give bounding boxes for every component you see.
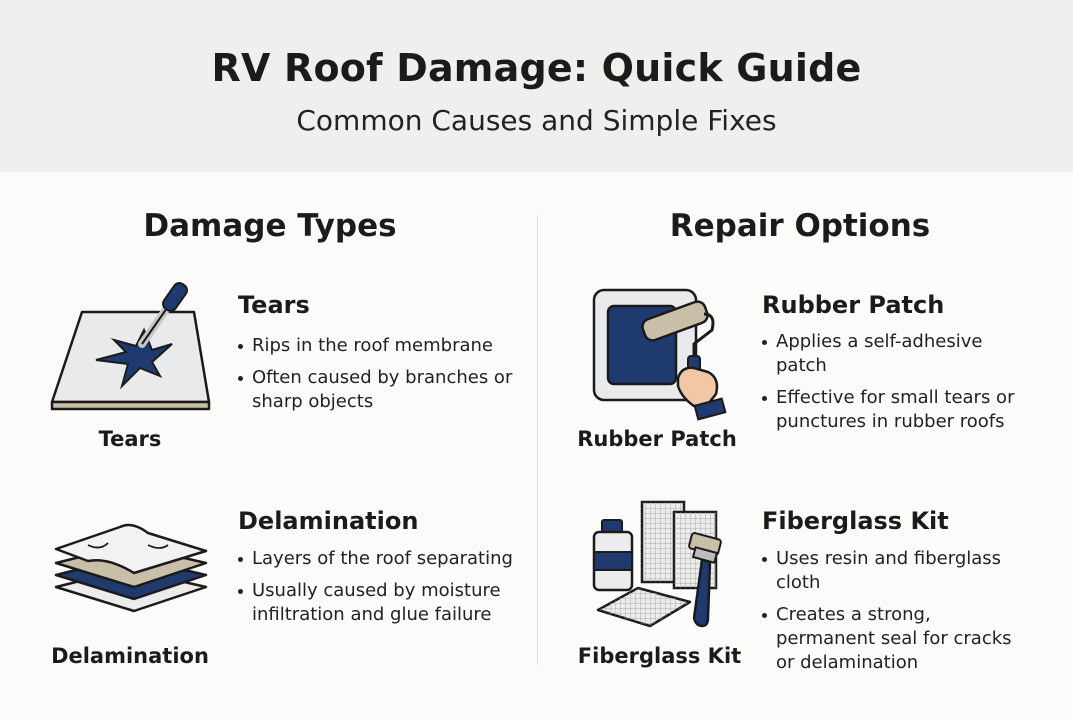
column-divider bbox=[537, 215, 538, 665]
patch-roller-icon bbox=[590, 286, 740, 421]
bullet-item: Applies a self-adhesive patch bbox=[760, 330, 1030, 378]
bullet-item: Layers of the roof separating bbox=[236, 547, 521, 571]
bullet-item: Usually caused by moisture infiltration … bbox=[236, 579, 521, 627]
delamination-bullets: Layers of the roof separating Usually ca… bbox=[236, 547, 521, 635]
bullet-item: Uses resin and fiberglass cloth bbox=[760, 547, 1035, 595]
bullet-item: Often caused by branches or sharp object… bbox=[236, 366, 521, 414]
header-banner: RV Roof Damage: Quick Guide Common Cause… bbox=[0, 0, 1073, 172]
rubber-patch-title: Rubber Patch bbox=[762, 291, 945, 319]
fiberglass-kit-bullets: Uses resin and fiberglass cloth Creates … bbox=[760, 547, 1035, 683]
damage-types-heading: Damage Types bbox=[143, 208, 397, 244]
bullet-item: Rips in the roof membrane bbox=[236, 334, 521, 358]
tears-bullets: Rips in the roof membrane Often caused b… bbox=[236, 334, 521, 422]
page-subtitle: Common Causes and Simple Fixes bbox=[296, 104, 777, 137]
delamination-title: Delamination bbox=[238, 507, 419, 535]
tears-icon-label: Tears bbox=[98, 427, 162, 451]
fiberglass-kit-icon bbox=[590, 498, 740, 638]
bullet-item: Creates a strong, permanent seal for cra… bbox=[760, 603, 1035, 675]
repair-options-heading: Repair Options bbox=[669, 208, 931, 244]
bullet-item: Effective for small tears or punctures i… bbox=[760, 386, 1030, 434]
page-title: RV Roof Damage: Quick Guide bbox=[211, 46, 862, 90]
fiberglass-kit-icon-label: Fiberglass Kit bbox=[577, 644, 742, 668]
tears-title: Tears bbox=[238, 291, 310, 319]
torn-membrane-icon bbox=[44, 280, 219, 415]
rubber-patch-bullets: Applies a self-adhesive patch Effective … bbox=[760, 330, 1030, 442]
rubber-patch-icon-label: Rubber Patch bbox=[577, 427, 737, 451]
layered-sheets-icon bbox=[48, 515, 213, 625]
delamination-icon-label: Delamination bbox=[51, 644, 209, 668]
fiberglass-kit-title: Fiberglass Kit bbox=[762, 507, 949, 535]
